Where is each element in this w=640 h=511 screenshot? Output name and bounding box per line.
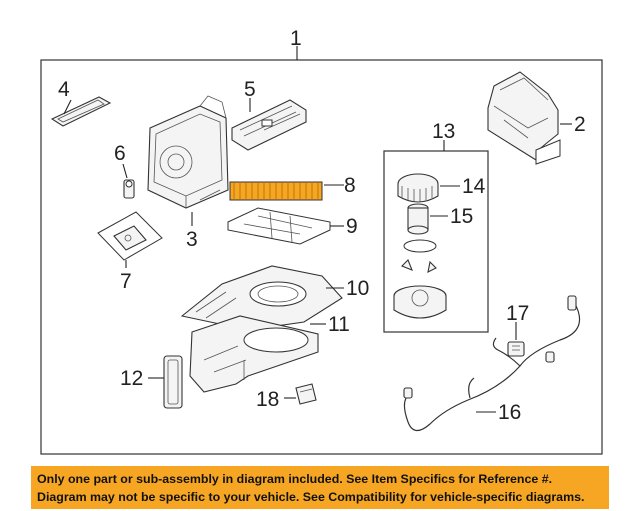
disclaimer-banner: Only one part or sub-assembly in diagram…	[31, 466, 609, 509]
callout-1: 1	[290, 27, 302, 50]
part-3-housing	[147, 95, 229, 209]
part-16-harness	[403, 295, 581, 432]
motor-mount-parts	[393, 239, 447, 319]
assembly-frame	[40, 59, 603, 455]
callout-18: 18	[256, 388, 279, 411]
part-4-seal	[50, 96, 112, 127]
disclaimer-line-1: Only one part or sub-assembly in diagram…	[37, 472, 553, 486]
callout-7: 7	[120, 270, 132, 293]
part-5-cover	[231, 99, 307, 151]
callout-15: 15	[450, 205, 473, 228]
motor-subassembly-frame	[383, 150, 489, 333]
callout-11: 11	[328, 313, 350, 336]
callout-14: 14	[462, 175, 486, 198]
callout-2: 2	[574, 113, 586, 136]
callout-10: 10	[346, 277, 369, 300]
part-14-blower-wheel	[397, 173, 439, 203]
part-12-gasket	[163, 355, 183, 409]
callout-17: 17	[506, 302, 529, 325]
part-7-bracket	[97, 211, 163, 261]
part-18-connector	[295, 383, 317, 405]
part-8-cabin-filter	[229, 181, 323, 201]
disclaimer-line-2: Diagram may not be specific to your vehi…	[37, 490, 585, 504]
callout-8: 8	[344, 174, 356, 197]
callout-12: 12	[120, 367, 143, 390]
callout-16: 16	[498, 401, 521, 424]
callout-6: 6	[114, 142, 126, 165]
part-2-duct	[487, 71, 561, 165]
callout-13: 13	[432, 120, 455, 143]
callout-4: 4	[58, 78, 70, 101]
part-17-resistor	[507, 341, 525, 357]
part-15-motor	[407, 203, 429, 235]
callout-9: 9	[346, 215, 358, 238]
part-9-filter-frame	[227, 207, 331, 245]
callout-3: 3	[186, 228, 198, 251]
part-11-lower-case	[189, 315, 319, 393]
callout-5: 5	[244, 78, 256, 101]
part-10-upper-case	[180, 265, 343, 331]
part-6-actuator	[123, 179, 135, 199]
